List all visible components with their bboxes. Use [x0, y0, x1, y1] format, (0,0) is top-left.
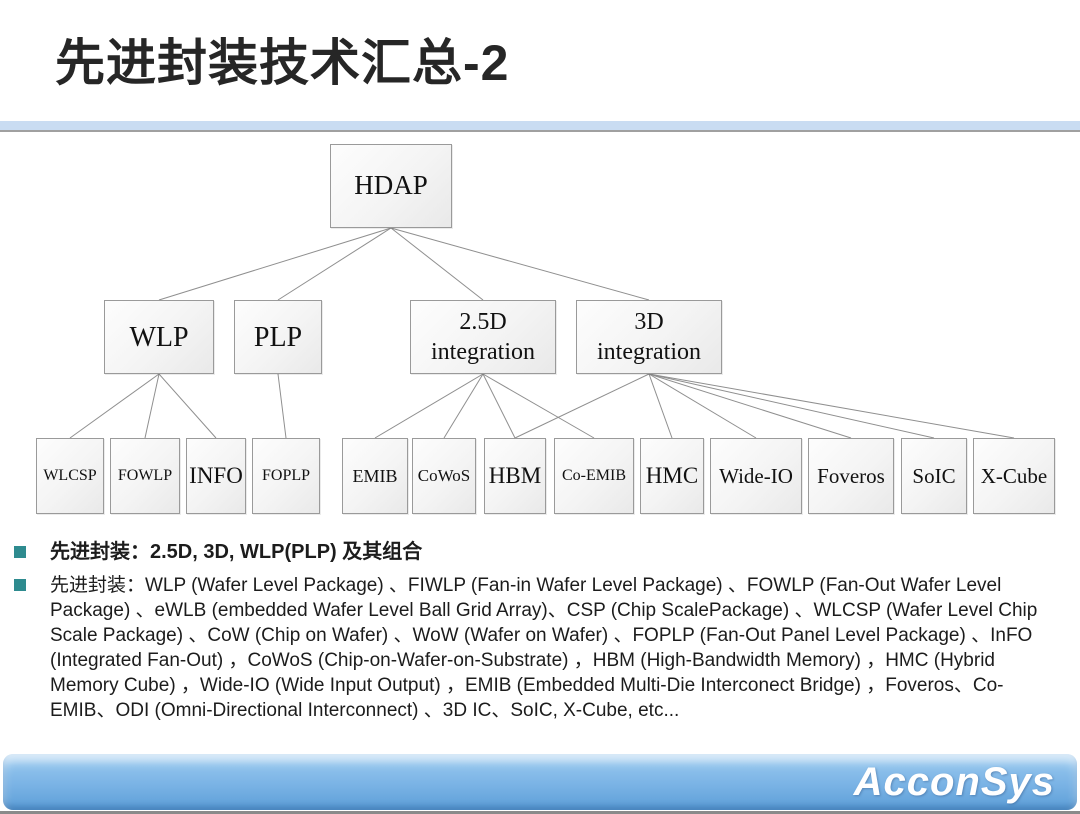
node-wideio: Wide-IO [710, 438, 802, 514]
node-int25: 2.5D integration [410, 300, 556, 374]
node-emib: EMIB [342, 438, 408, 514]
edge-plp-foplp [277, 373, 287, 439]
node-hdap: HDAP [330, 144, 452, 228]
title-rule-gray [0, 130, 1080, 132]
bullet-list: 先进封装：2.5D, 3D, WLP(PLP) 及其组合 先进封装：WLP (W… [14, 540, 1060, 732]
edge-int3-wideio [648, 373, 757, 439]
edge-int25-cowos [443, 373, 484, 439]
bullet-text-detail: 先进封装：WLP (Wafer Level Package) 、FIWLP (F… [50, 575, 1038, 721]
node-foveros: Foveros [808, 438, 894, 514]
footer-bottom-edge [0, 811, 1080, 814]
edge-int25-emib [374, 373, 484, 439]
node-hmc: HMC [640, 438, 704, 514]
edge-wlp-info [158, 373, 217, 439]
node-info: INFO [186, 438, 246, 514]
edge-int3-xcube [648, 373, 1015, 439]
node-coemib: Co-EMIB [554, 438, 634, 514]
tree-diagram: HDAP WLP PLP 2.5D integration 3D integration… [0, 140, 1080, 536]
bullet-item-2: 先进封装：WLP (Wafer Level Package) 、FIWLP (F… [14, 573, 1060, 723]
node-fowlp: FOWLP [110, 438, 180, 514]
slide-header: 先进封装技术汇总-2 [0, 0, 1080, 91]
node-plp: PLP [234, 300, 322, 374]
edge-int25-coemib [482, 373, 595, 439]
node-xcube: X-Cube [973, 438, 1055, 514]
page-title: 先进封装技术汇总-2 [55, 35, 510, 91]
edge-hdap-plp [277, 227, 392, 301]
edge-hdap-int25 [390, 227, 484, 301]
bullet-square-icon [14, 579, 26, 591]
edge-hdap-wlp [158, 227, 392, 301]
edge-int3-hbm [514, 373, 650, 439]
edge-int3-foveros [648, 373, 852, 439]
bullet-text-summary: 先进封装：2.5D, 3D, WLP(PLP) 及其组合 [50, 541, 423, 563]
bullet-item-1: 先进封装：2.5D, 3D, WLP(PLP) 及其组合 [14, 540, 1060, 564]
edge-wlp-fowlp [144, 373, 160, 439]
edge-int25-hbm [482, 373, 516, 439]
node-hbm: HBM [484, 438, 546, 514]
node-foplp: FOPLP [252, 438, 320, 514]
tree-edges [69, 227, 1015, 439]
edge-wlp-wlcsp [69, 373, 160, 439]
title-rule-blue [0, 121, 1080, 130]
node-soic: SoIC [901, 438, 967, 514]
footer-bar: AcconSys [3, 754, 1077, 810]
edge-hdap-int3 [390, 227, 650, 301]
bullet-square-icon [14, 546, 26, 558]
edge-int3-hmc [648, 373, 673, 439]
node-wlcsp: WLCSP [36, 438, 104, 514]
node-cowos: CoWoS [412, 438, 476, 514]
edge-int3-soic [648, 373, 935, 439]
node-int3: 3D integration [576, 300, 722, 374]
node-wlp: WLP [104, 300, 214, 374]
acconsys-logo: AcconSys [853, 759, 1055, 804]
